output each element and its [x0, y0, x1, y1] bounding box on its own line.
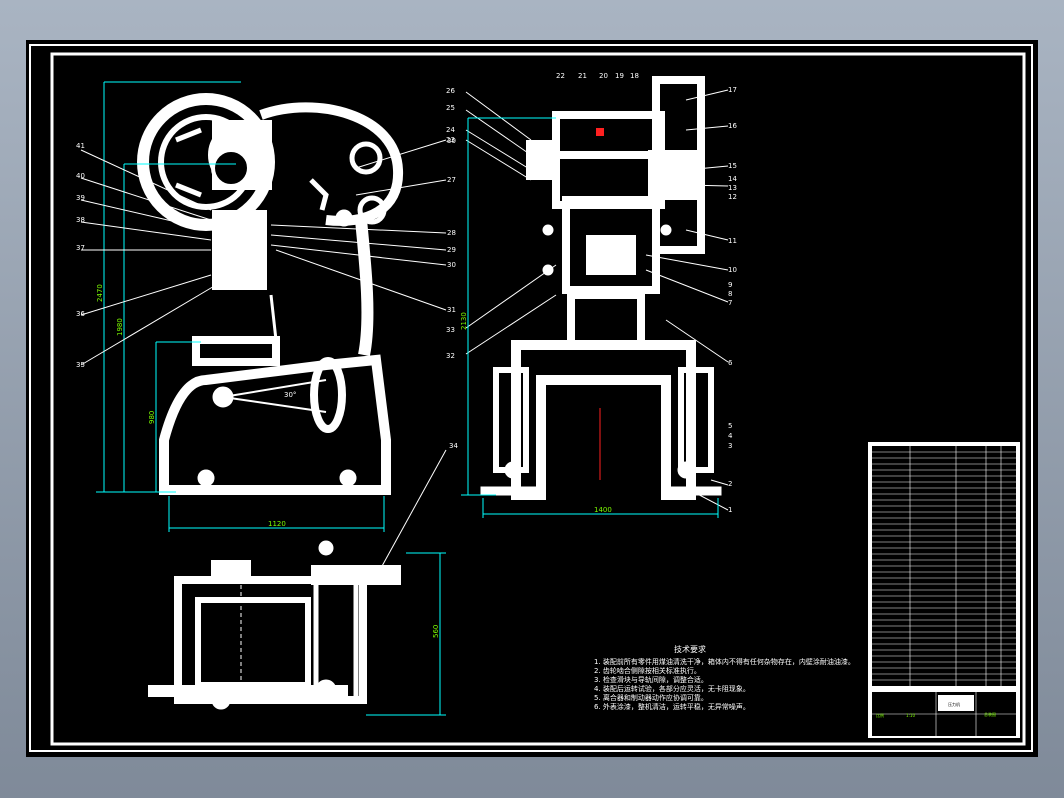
label-9: 9 [728, 281, 732, 289]
frame-back [355, 219, 374, 357]
note-1: 1. 装配前所有零件用煤油清洗干净，箱体内不得有任何杂物存在，内壁涂耐油油漆。 [594, 657, 855, 666]
note-2: 2. 齿轮啮合侧隙按相关标准执行。 [594, 666, 701, 675]
side-view-dimensions [80, 81, 447, 532]
title-scale-value: 1:10 [906, 713, 915, 718]
label-21: 21 [578, 72, 587, 80]
label-40: 40 [76, 172, 85, 180]
label-20: 20 [599, 72, 608, 80]
label-19: 19 [615, 72, 624, 80]
notes-title: 技术要求 [674, 644, 706, 654]
parts-list: 压力机 总装图 比例 1:10 [868, 442, 1020, 738]
dim-height-mid: 1980 [116, 318, 124, 336]
label-17: 17 [728, 86, 737, 94]
side-view [137, 93, 404, 495]
motor [310, 357, 346, 433]
top-frame [174, 576, 367, 704]
pulley-upper [349, 141, 383, 175]
top-shaft [148, 685, 348, 697]
label-38: 38 [76, 216, 85, 224]
bolster [192, 336, 280, 366]
label-41: 41 [76, 142, 85, 150]
label-29: 29 [447, 246, 456, 254]
dim-height-total: 2470 [96, 284, 104, 302]
pulley-lower [357, 195, 387, 225]
label-13: 13 [728, 184, 737, 192]
label-30b: 30 [447, 261, 456, 269]
note-4: 4. 装配后运转试验，各部分应灵活，无卡阻现象。 [594, 684, 750, 693]
label-39: 39 [76, 194, 85, 202]
label-23: 23 [446, 136, 455, 144]
label-18: 18 [630, 72, 639, 80]
top-table-opening [195, 597, 311, 688]
label-37: 37 [76, 244, 85, 252]
label-16: 16 [728, 122, 737, 130]
label-34: 34 [449, 442, 458, 450]
dim-width-base: 1120 [268, 520, 286, 528]
idler [335, 209, 353, 227]
label-24: 24 [446, 126, 455, 134]
label-33: 33 [446, 326, 455, 334]
dim-top-depth: 560 [432, 625, 440, 638]
drawing-sheet[interactable]: 41 40 39 38 37 36 35 30 27 28 29 30 31 2… [26, 40, 1038, 757]
label-25: 25 [446, 104, 455, 112]
label-6: 6 [728, 359, 733, 367]
label-28: 28 [447, 229, 456, 237]
label-5: 5 [728, 422, 732, 430]
gear-hub [211, 148, 251, 188]
technical-notes: 技术要求 1. 装配前所有零件用煤油清洗干净，箱体内不得有任何杂物存在，内壁涂耐… [594, 644, 855, 711]
dim-angle: 30° [284, 391, 296, 399]
label-31: 31 [447, 306, 456, 314]
note-6: 6. 外表涂漆，整机清洁，运转平稳，无异常噪声。 [594, 702, 750, 711]
title-drawing-name: 压力机 [948, 701, 960, 707]
label-2: 2 [728, 480, 732, 488]
press-table [511, 340, 696, 500]
label-7: 7 [728, 299, 732, 307]
crown [552, 111, 665, 159]
front-view-dimensions [461, 117, 719, 518]
label-10: 10 [728, 266, 737, 274]
top-view-dimensions [366, 552, 446, 716]
base-frame [159, 354, 391, 495]
front-view [480, 76, 722, 500]
drawing-canvas: 41 40 39 38 37 36 35 30 27 28 29 30 31 2… [29, 44, 1033, 752]
slide-block [212, 210, 267, 290]
label-8: 8 [728, 290, 732, 298]
outer-border [29, 44, 1033, 752]
leader-34 [375, 449, 447, 578]
label-3: 3 [728, 442, 732, 450]
note-3: 3. 检查滑块与导轨间隙，调整合适。 [594, 675, 708, 684]
top-view [148, 540, 401, 710]
note-5: 5. 离合器和制动器动作应协调可靠。 [594, 693, 708, 702]
label-14: 14 [728, 175, 737, 183]
label-1: 1 [728, 506, 732, 514]
label-32: 32 [446, 352, 455, 360]
column-lower [567, 291, 645, 349]
label-12: 12 [728, 193, 737, 201]
label-30a: 30 [447, 137, 456, 145]
slide [562, 196, 660, 294]
label-27: 27 [447, 176, 456, 184]
inner-border [50, 52, 1026, 746]
dim-height-low: 980 [148, 411, 156, 424]
front-view-leaders [465, 89, 729, 511]
title-project: 总装图 [984, 711, 996, 717]
label-22: 22 [556, 72, 565, 80]
label-11: 11 [728, 237, 737, 245]
dim-front-width: 1400 [594, 506, 612, 514]
label-35: 35 [76, 361, 85, 369]
label-15: 15 [728, 162, 737, 170]
center-mark [596, 128, 604, 136]
label-36: 36 [76, 310, 85, 318]
dim-front-height: 2130 [460, 312, 468, 330]
label-26: 26 [446, 87, 455, 95]
label-4: 4 [728, 432, 733, 440]
title-scale-label: 比例 [876, 712, 884, 718]
left-gear-case [526, 140, 556, 180]
